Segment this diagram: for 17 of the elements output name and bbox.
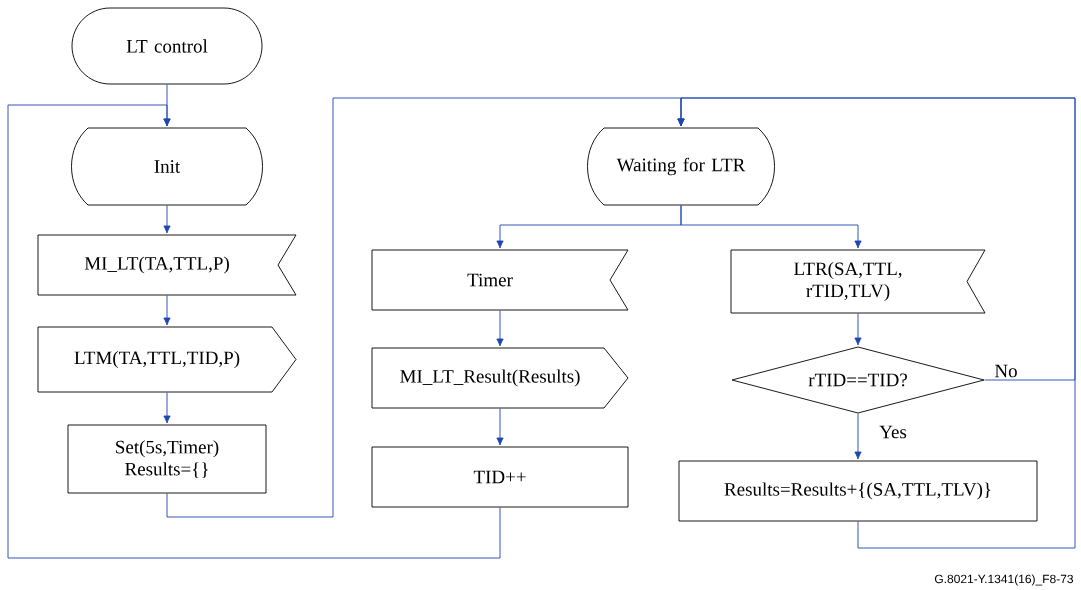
arrow (166, 97, 685, 518)
edge-label: Yes (878, 424, 908, 440)
process-box: TID++ (371, 446, 629, 508)
arrow (496, 205, 682, 249)
arrow (7, 104, 501, 559)
arrow (496, 408, 504, 446)
arrow (854, 413, 862, 460)
arrow (854, 313, 862, 346)
figure-number: G.8021-Y.1341(16)_F8-73 (934, 574, 1074, 586)
process-box: Set(5s,Timer) Results={} (67, 424, 267, 494)
process-box: Results=Results+{(SA,TTL,TLV)} (678, 460, 1038, 522)
arrow (163, 392, 171, 424)
arrow (496, 310, 504, 347)
arrow (163, 205, 171, 234)
arrow (163, 84, 171, 127)
edge-label: No (993, 363, 1019, 379)
arrow (163, 295, 171, 326)
